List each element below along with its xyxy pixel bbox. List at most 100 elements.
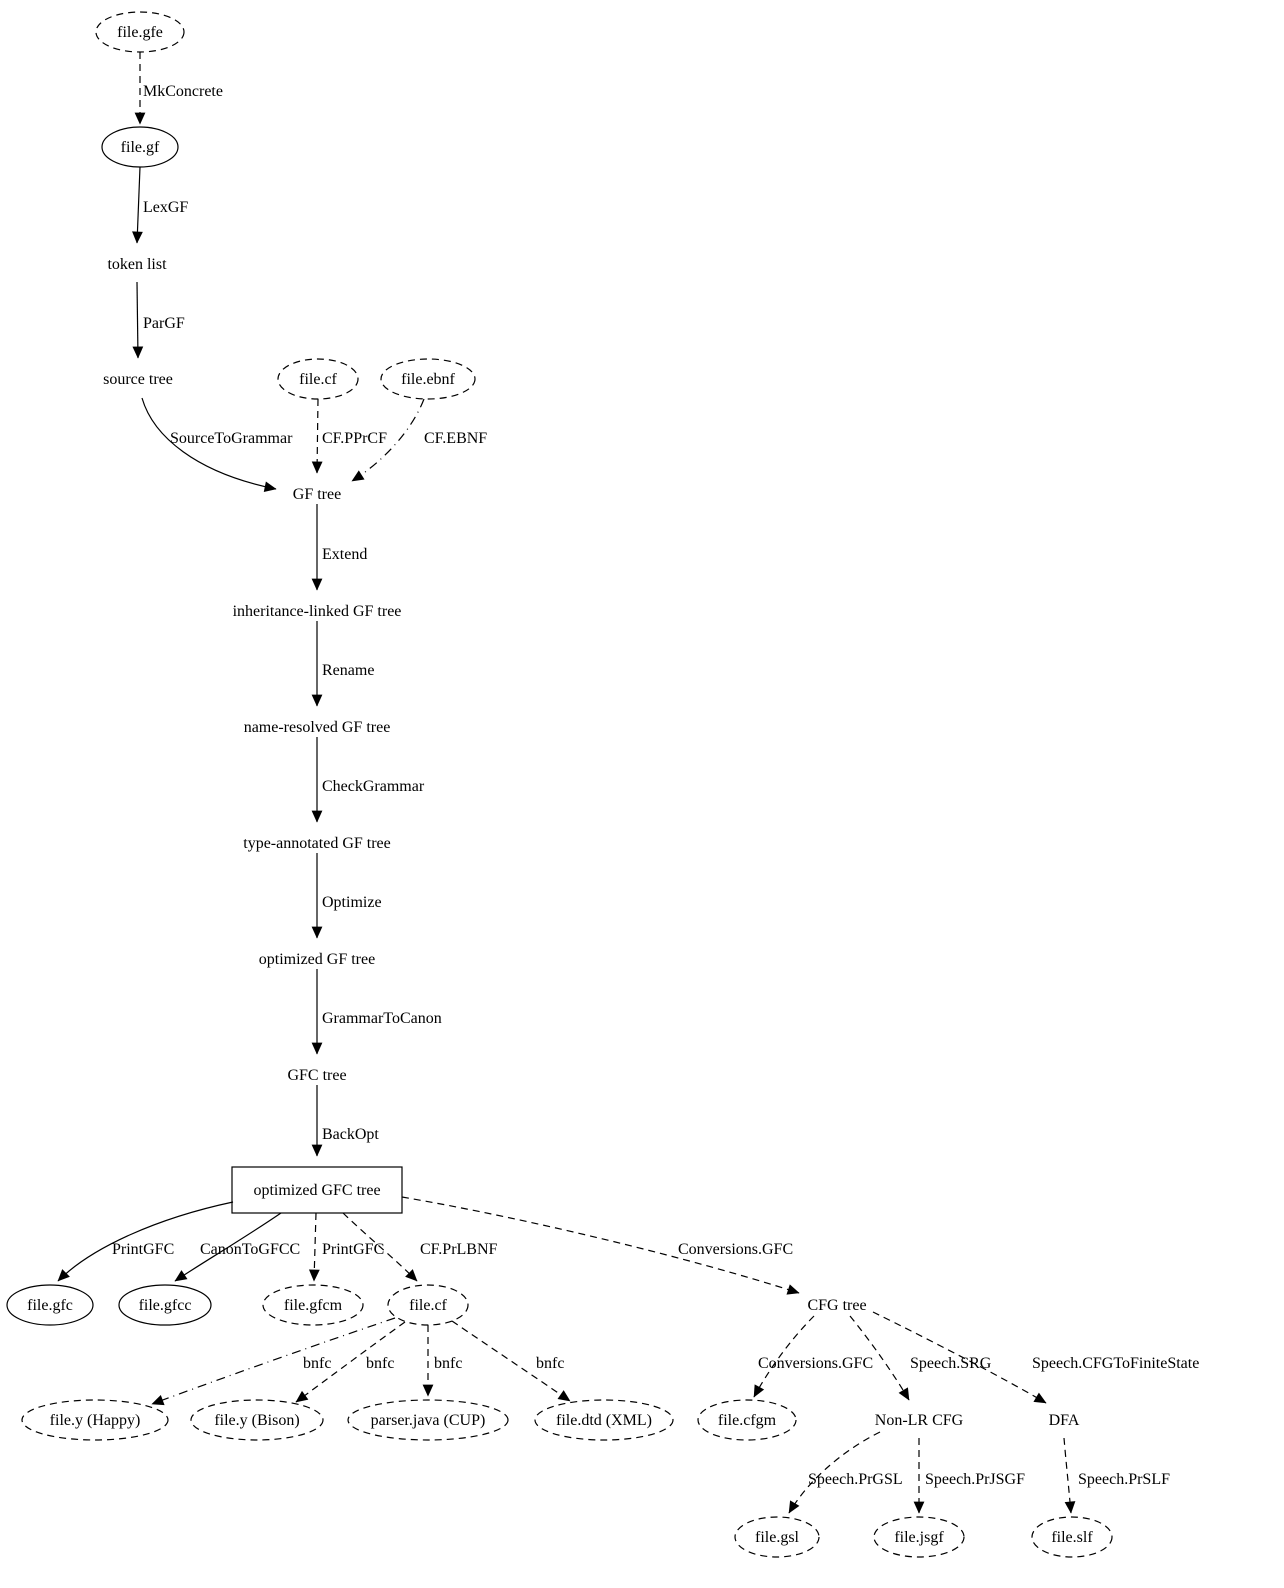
node-label: name-resolved GF tree [244,719,391,736]
edge-label: Speech.PrSLF [1078,1471,1170,1488]
node-file-gfcc: file.gfcc [118,1284,212,1326]
edge-line [295,1321,406,1403]
edge-source-tree-to-gf-tree: SourceToGrammar [141,397,293,493]
edge-label: BackOpt [322,1126,379,1143]
edge-optimized-gfc-tree-to-cfg-tree: Conversions.GFC [401,1196,800,1295]
edge-line [342,1212,418,1282]
edge-file-cf-out-to-file-y-bison: bnfc [295,1321,406,1403]
edge-file-cf-out-to-file-y-happy: bnfc [151,1317,396,1406]
node-shape-ellipse [734,1516,820,1558]
edge-label: Rename [322,662,374,679]
node-shape-ellipse [380,358,476,400]
node-label: file.dtd (XML) [556,1412,652,1429]
edge-dfa-to-file-slf: Speech.PrSLF [1063,1437,1170,1514]
edge-name-resolved-gf-tree-to-type-annotated-gf-tree: CheckGrammar [311,737,425,823]
node-file-gfc: file.gfc [6,1284,94,1326]
edge-label: Speech.SRG [910,1355,992,1372]
node-label: file.cf [409,1297,447,1314]
edge-line [174,1212,282,1282]
node-file-slf: file.slf [1031,1516,1113,1558]
edge-label: Speech.PrGSL [808,1471,903,1488]
edge-line [57,1201,234,1282]
node-file-gf: file.gf [101,126,179,168]
edge-optimized-gf-tree-to-gfc-tree: GrammarToCanon [311,969,442,1055]
edge-optimized-gfc-tree-to-file-gfcc: CanonToGFCC [174,1212,300,1282]
edge-label: bnfc [434,1355,462,1372]
node-label: file.gfe [117,24,163,41]
node-shape-ellipse [534,1399,674,1441]
node-shape-box [231,1166,403,1214]
edge-label: bnfc [536,1355,564,1372]
edge-file-cf-out-to-file-dtd-xml: bnfc [451,1320,571,1402]
node-label: file.y (Happy) [50,1412,141,1429]
node-label: file.ebnf [401,371,455,388]
edge-line [788,1431,881,1514]
node-label: Non-LR CFG [875,1412,964,1429]
node-optimized-gfc-tree: optimized GFC tree [231,1166,403,1214]
edge-type-annotated-gf-tree-to-optimized-gf-tree: Optimize [311,853,382,939]
node-file-ebnf: file.ebnf [380,358,476,400]
edge-label: bnfc [303,1355,331,1372]
edge-file-ebnf-to-gf-tree: CF.EBNF [351,398,487,482]
node-shape-ellipse [95,11,185,53]
edge-line [451,1320,571,1402]
node-label: file.gfc [27,1297,73,1314]
node-label: type-annotated GF tree [243,835,391,852]
edge-label: PrintGFC [322,1241,384,1258]
edge-line [401,1196,800,1295]
node-label: CFG tree [807,1297,866,1314]
node-label: parser.java (CUP) [371,1412,486,1429]
node-gf-tree: GF tree [293,486,341,503]
node-shape-ellipse [387,1284,469,1326]
node-shape-ellipse [21,1399,169,1441]
edge-label: bnfc [366,1355,394,1372]
node-shape-ellipse [262,1284,364,1326]
node-source-tree: source tree [103,371,173,388]
edge-label: Speech.CFGToFiniteState [1032,1355,1199,1372]
node-label: optimized GFC tree [253,1182,380,1199]
edge-line [132,281,144,359]
edge-label: CF.PrLBNF [420,1241,498,1258]
node-non-lr-cfg: Non-LR CFG [875,1412,964,1429]
edge-token-list-to-source-tree: ParGF [132,281,185,359]
node-token-list: token list [107,256,167,273]
node-label: optimized GF tree [259,951,375,968]
node-optimized-gf-tree: optimized GF tree [259,951,375,968]
edge-label: Conversions.GFC [758,1355,873,1372]
edge-inheritance-linked-gf-tree-to-name-resolved-gf-tree: Rename [311,621,374,707]
edge-label: Conversions.GFC [678,1241,793,1258]
edge-line [1063,1437,1076,1514]
node-label: file.gsl [755,1529,800,1546]
node-label: file.jsgf [894,1529,944,1546]
nodes-layer: file.gfe file.gf token list source tree file… [6,11,1113,1558]
node-label: inheritance-linked GF tree [233,603,402,620]
edge-file-gf-to-token-list: LexGF [132,166,188,244]
edge-label: LexGF [143,199,188,216]
edge-line [849,1315,910,1401]
node-file-cf-out: file.cf [387,1284,469,1326]
edge-label: ParGF [143,315,185,332]
node-shape-ellipse [277,358,359,400]
edge-line [151,1317,396,1406]
node-file-gfcm: file.gfcm [262,1284,364,1326]
node-name-resolved-gf-tree: name-resolved GF tree [244,719,391,736]
edge-line [311,398,323,474]
edge-label: Speech.PrJSGF [925,1471,1025,1488]
node-label: file.slf [1051,1529,1093,1546]
node-file-y-bison: file.y (Bison) [190,1399,324,1441]
edge-label: CF.EBNF [424,430,487,447]
edge-file-cf-out-to-parser-java-cup: bnfc [422,1325,462,1397]
edge-line [308,1212,320,1282]
edge-cfg-tree-to-dfa: Speech.CFGToFiniteState [872,1311,1199,1404]
edge-label: Extend [322,546,367,563]
edge-line [132,166,143,244]
edge-label: Optimize [322,894,382,911]
node-file-cf-in: file.cf [277,358,359,400]
node-file-gfe: file.gfe [95,11,185,53]
edge-optimized-gfc-tree-to-file-cf-out: CF.PrLBNF [342,1212,498,1282]
node-file-cfgm: file.cfgm [697,1399,797,1441]
node-gfc-tree: GFC tree [287,1067,346,1084]
